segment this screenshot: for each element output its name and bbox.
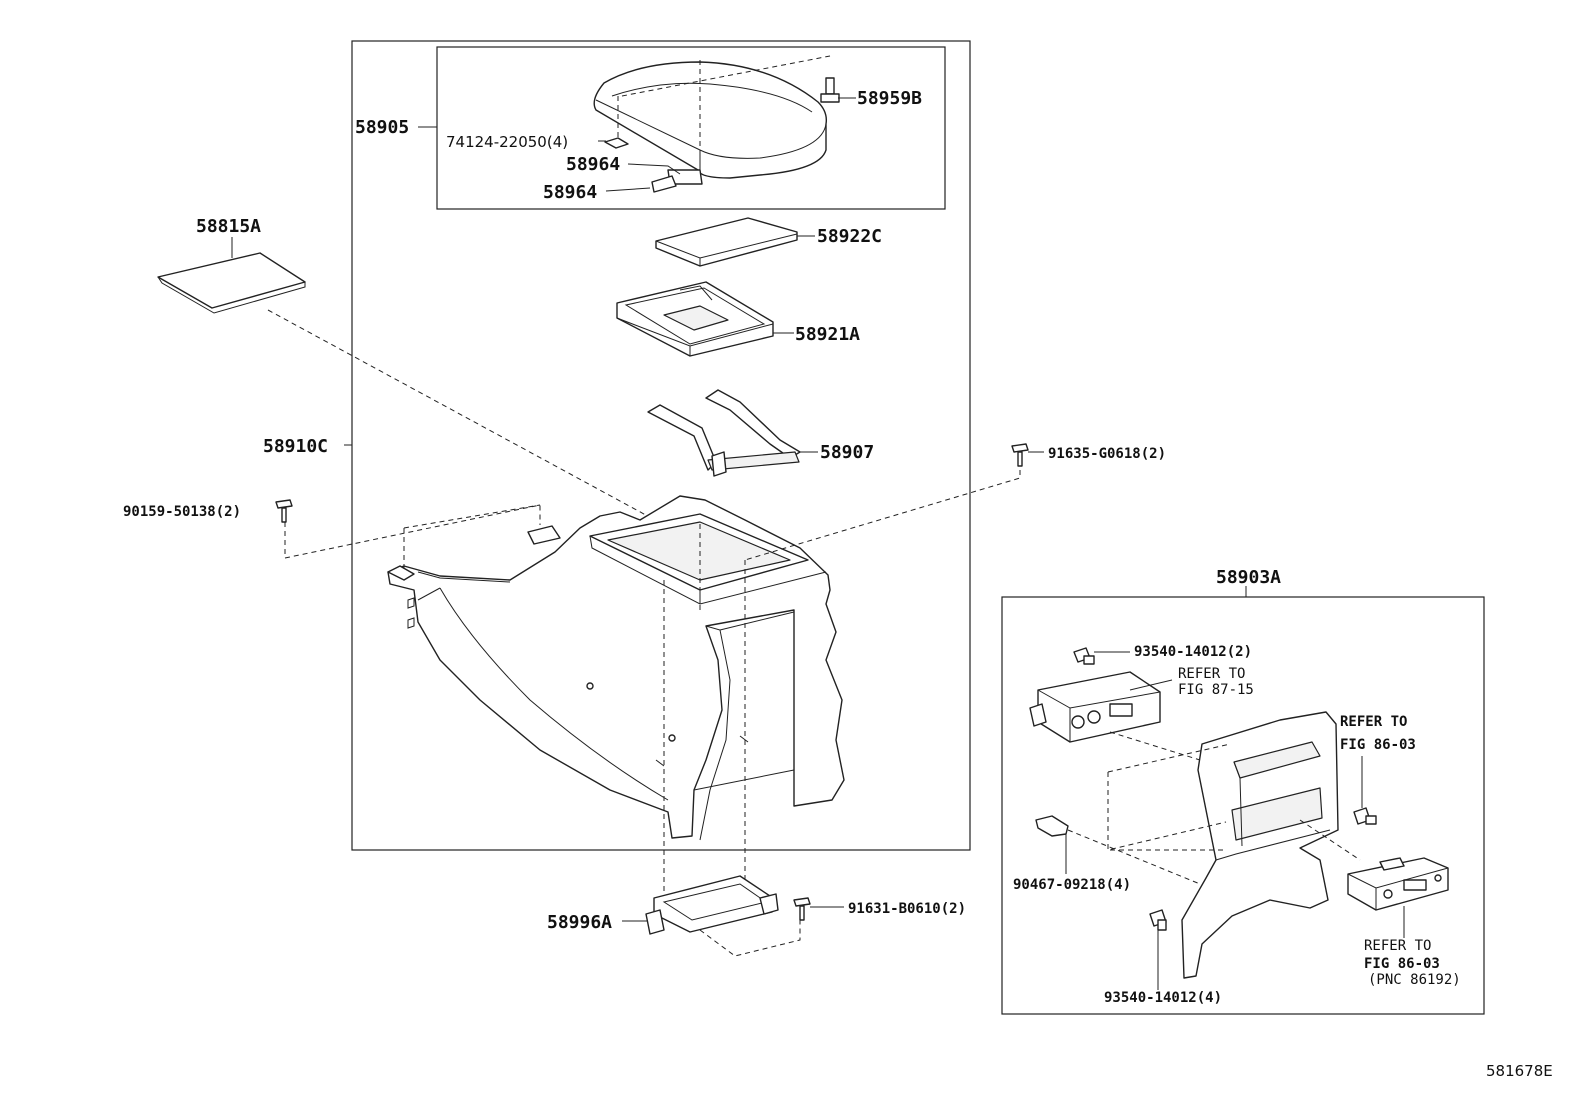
label-93540-bottom: 93540-14012(4) <box>1104 990 1222 1006</box>
refer-86-03-line1: REFER TO <box>1340 714 1407 730</box>
refer-86-03-b-line2: FIG 86-03 <box>1364 956 1440 972</box>
switch-block-part <box>1029 671 1161 743</box>
screw-91635-part <box>1011 443 1029 467</box>
screw-right-part <box>1353 807 1377 825</box>
label-58922c: 58922C <box>817 226 882 247</box>
refer-86-03-b-line1: REFER TO <box>1364 938 1431 954</box>
label-74124: 74124-22050(4) <box>446 133 568 151</box>
bracket-58996a-part <box>645 875 779 935</box>
clip-90467-part <box>1035 815 1069 837</box>
pad-58815a-part <box>157 252 306 314</box>
refer-86-03-line2: FIG 86-03 <box>1340 737 1416 753</box>
bolt-58959b-part <box>820 77 840 103</box>
console-body-58910c-part <box>387 495 845 841</box>
label-58959b: 58959B <box>857 88 922 109</box>
screw-90159-part <box>275 499 293 523</box>
label-91631: 91631-B0610(2) <box>848 901 966 917</box>
armrest-lid-part <box>593 61 828 179</box>
refer-87-15-line1: REFER TO <box>1178 666 1245 682</box>
tray-58921a-part <box>616 281 774 357</box>
label-90159: 90159-50138(2) <box>123 504 241 520</box>
refer-86-03-b-line3: (PNC 86192) <box>1368 972 1461 988</box>
armrest-subassembly-frame <box>436 46 946 210</box>
screw-93540-top-part <box>1073 647 1095 665</box>
label-58910c: 58910C <box>263 436 328 457</box>
screw-91631-part <box>793 897 811 921</box>
refer-87-15-line2: FIG 87-15 <box>1178 682 1254 698</box>
label-58903a: 58903A <box>1216 567 1281 588</box>
label-58815a: 58815A <box>196 216 261 237</box>
label-90467: 90467-09218(4) <box>1013 877 1131 893</box>
screw-93540-bottom-part <box>1149 909 1167 931</box>
label-58905: 58905 <box>355 117 409 138</box>
hinge-58907-part <box>647 389 801 477</box>
switch-block-2-part <box>1347 857 1449 911</box>
label-58907: 58907 <box>820 442 874 463</box>
lid-latch-part <box>651 169 703 193</box>
label-58964-upper: 58964 <box>566 154 620 175</box>
label-58996a: 58996A <box>547 912 612 933</box>
hinge-clip-part <box>604 137 629 149</box>
bezel-panel-part <box>1181 711 1339 979</box>
diagram-code: 581678E <box>1486 1062 1553 1080</box>
panel-subassembly-frame <box>1001 596 1485 1015</box>
label-58964-lower: 58964 <box>543 182 597 203</box>
tray-cover-58922c-part <box>655 217 798 267</box>
label-91635: 91635-G0618(2) <box>1048 446 1166 462</box>
label-93540-top: 93540-14012(2) <box>1134 644 1252 660</box>
label-58921a: 58921A <box>795 324 860 345</box>
